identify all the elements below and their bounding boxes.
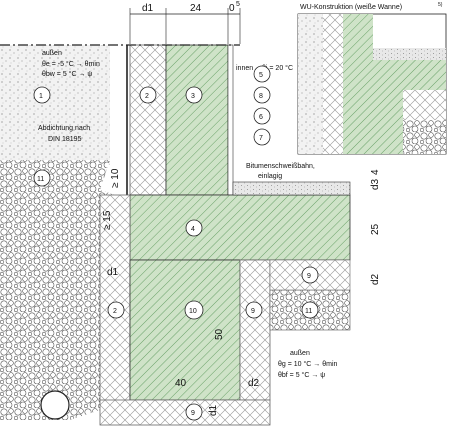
dim-24: 24 (190, 3, 202, 14)
dim-50: 50 (214, 328, 225, 340)
svg-text:11: 11 (37, 176, 44, 183)
inset-title: WU-Konstruktion (weiße Wanne) (300, 4, 402, 11)
marker-4: 4 (185, 219, 203, 237)
svg-text:9: 9 (191, 410, 195, 417)
svg-text:8: 8 (259, 93, 263, 100)
svg-text:6: 6 (259, 114, 263, 121)
dim-0-5: 0 (229, 3, 235, 14)
perimeter-insulation (129, 44, 167, 196)
label-theta-i: θi = 20 °C (262, 64, 293, 72)
screed (232, 181, 351, 196)
svg-text:2: 2 (113, 308, 117, 315)
marker-11-right: 11 (301, 301, 319, 319)
dim-ge10: ≥ 10 (110, 168, 121, 188)
svg-text:4: 4 (191, 226, 195, 233)
label-theta-bf: θbf = 5 °C → ψ (278, 371, 325, 379)
inset: WU-Konstruktion (weiße Wanne) 5) (297, 2, 447, 155)
marker-2-lower: 2 (107, 301, 125, 319)
svg-text:9: 9 (307, 273, 311, 280)
label-sealing: Abdichtung nach (38, 125, 90, 132)
label-theta-bw: θbw = 5 °C → ψ (42, 70, 92, 78)
svg-text:7: 7 (259, 135, 263, 142)
gravel-backfill (0, 160, 130, 420)
dim-25: 25 (370, 223, 381, 235)
svg-text:1: 1 (39, 93, 43, 100)
dim-d1-mid: d1 (107, 267, 119, 278)
bottom-insulation (99, 399, 271, 426)
svg-text:9: 9 (251, 308, 255, 315)
svg-text:11: 11 (305, 308, 312, 315)
marker-9: 9 (301, 266, 319, 284)
dim-0-5-sup: 5 (236, 1, 240, 8)
dim-4-5: 4 (370, 169, 381, 175)
label-sealing-norm: DIN 18195 (48, 136, 82, 143)
dim-40: 40 (175, 378, 187, 389)
svg-text:2: 2 (145, 93, 149, 100)
marker-2: 2 (139, 86, 157, 104)
soil-outside (0, 45, 110, 165)
marker-1: 1 (33, 86, 51, 104)
svg-text:5: 5 (259, 72, 263, 79)
marker-7: 7 (253, 128, 271, 146)
dim-d2-bottom: d2 (248, 378, 260, 389)
marker-5: 5 (253, 65, 271, 83)
strip-foundation (129, 259, 241, 401)
label-theta-g: θg = 10 °C → θmin (278, 360, 338, 368)
label-membrane-1: Bitumenschweißbahn, (246, 163, 315, 170)
side-insulation (99, 194, 131, 406)
marker-3: 3 (185, 86, 203, 104)
marker-9-bottom: 9 (185, 403, 203, 421)
inset-title-sup: 5) (438, 2, 443, 8)
marker-10: 10 (184, 300, 204, 320)
dim-d1-bottom: d1 (208, 404, 219, 416)
label-outside-top: außen (42, 50, 62, 57)
drain-pipe (40, 390, 70, 420)
dim-d2-right: d2 (370, 273, 381, 285)
marker-9-right: 9 (245, 301, 263, 319)
label-outside-bottom: außen (290, 350, 310, 357)
marker-6: 6 (253, 107, 271, 125)
label-membrane-2: einlagig (258, 173, 282, 180)
label-theta-e: θe = -5 °C → θmin (42, 60, 100, 68)
label-inside: innen (236, 65, 253, 72)
floor-slab (129, 194, 351, 261)
svg-text:10: 10 (189, 308, 197, 315)
dim-ge15: ≥ 15 (102, 210, 113, 230)
marker-11: 11 (33, 169, 51, 187)
dim-d1-top: d1 (142, 3, 154, 14)
plaster (227, 44, 234, 196)
concrete-wall (165, 44, 229, 196)
svg-text:3: 3 (191, 93, 195, 100)
foundation-insulation (239, 259, 271, 401)
dim-d3: d3 (370, 178, 381, 190)
marker-8: 8 (253, 86, 271, 104)
